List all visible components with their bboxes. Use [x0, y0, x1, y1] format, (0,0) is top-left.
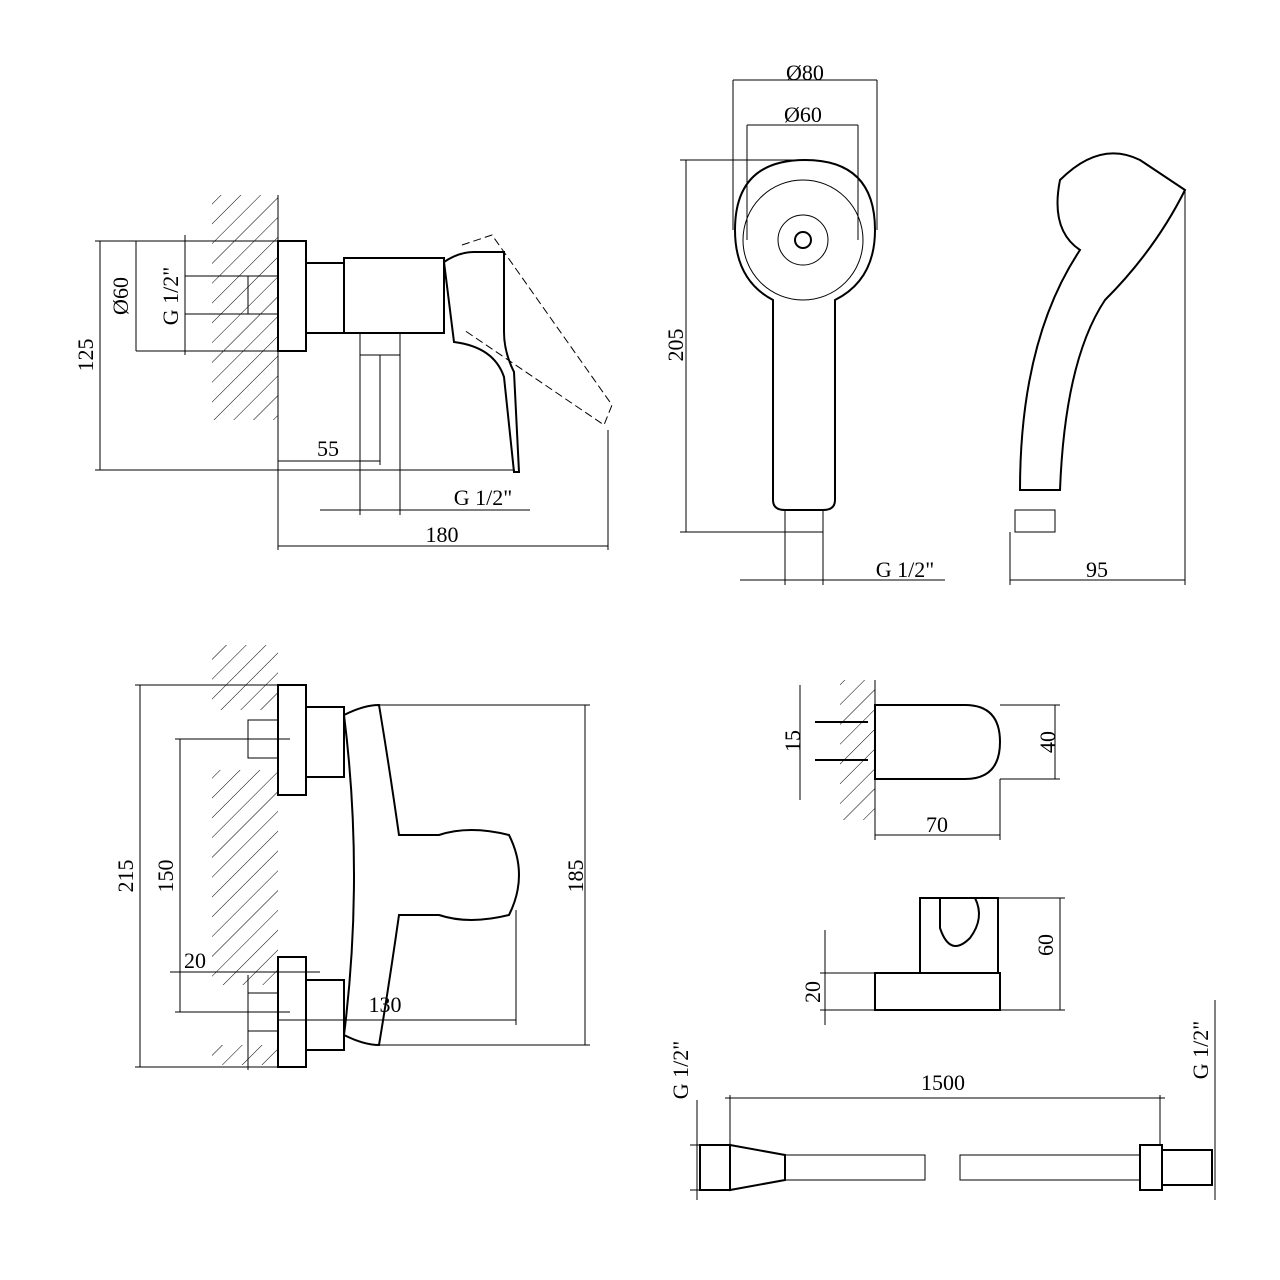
- dim-bracket-60: 60: [1033, 934, 1058, 956]
- shower-front: [733, 158, 877, 511]
- dim-205: 205: [663, 329, 688, 362]
- shower-thread: [784, 509, 824, 533]
- wall-hatch: [212, 195, 278, 420]
- shower-side: [1018, 152, 1187, 491]
- mixer-body-front: [342, 703, 520, 1047]
- hose: 1500 G 1/2" G 1/2": [668, 1000, 1216, 1200]
- thread-outlet: [359, 332, 401, 356]
- dim-125: 125: [73, 339, 98, 372]
- mixer-front-view: 215 150 185 20 130: [113, 645, 590, 1070]
- hose-right: [959, 1154, 1141, 1181]
- flange: [277, 240, 307, 352]
- wall-holder: 15 40 70: [780, 680, 1060, 840]
- dim-130: 130: [369, 992, 402, 1017]
- dim-thread-inlet: G 1/2": [158, 267, 183, 325]
- dim-150: 150: [153, 860, 178, 893]
- lever: [442, 251, 521, 473]
- hand-shower-views: Ø80 Ø60 205 G 1/2" 95: [663, 60, 1187, 585]
- dim-70: 70: [926, 812, 948, 837]
- mixer-side-view: 125 Ø60 G 1/2" 55 G 1/2" 180: [73, 195, 613, 550]
- body: [343, 257, 445, 334]
- dim-hose-thread-right: G 1/2": [1188, 1021, 1213, 1079]
- dim-95: 95: [1086, 557, 1108, 582]
- thread-inlet: [247, 275, 279, 315]
- dim-thread-outlet: G 1/2": [454, 485, 512, 510]
- dim-bracket-20: 20: [800, 981, 825, 1003]
- dim-dia-80: Ø80: [786, 60, 824, 85]
- dim-dia-60-head: Ø60: [784, 102, 822, 127]
- hose-left: [784, 1154, 926, 1181]
- dim-dia-60: Ø60: [108, 277, 133, 315]
- holder-body: [874, 704, 1002, 780]
- hex-nut: [305, 262, 345, 334]
- dim-15: 15: [780, 730, 805, 752]
- dim-1500: 1500: [921, 1070, 965, 1095]
- dim-215: 215: [113, 860, 138, 893]
- dim-40: 40: [1035, 731, 1060, 753]
- dim-55: 55: [317, 436, 339, 461]
- bracket: 20 60: [800, 897, 1065, 1025]
- dim-hose-thread-left: G 1/2": [668, 1041, 693, 1099]
- dim-185: 185: [563, 860, 588, 893]
- dim-180: 180: [426, 522, 459, 547]
- dim-20: 20: [184, 948, 206, 973]
- dim-shower-thread: G 1/2": [876, 557, 934, 582]
- lever-open-position: [461, 234, 613, 426]
